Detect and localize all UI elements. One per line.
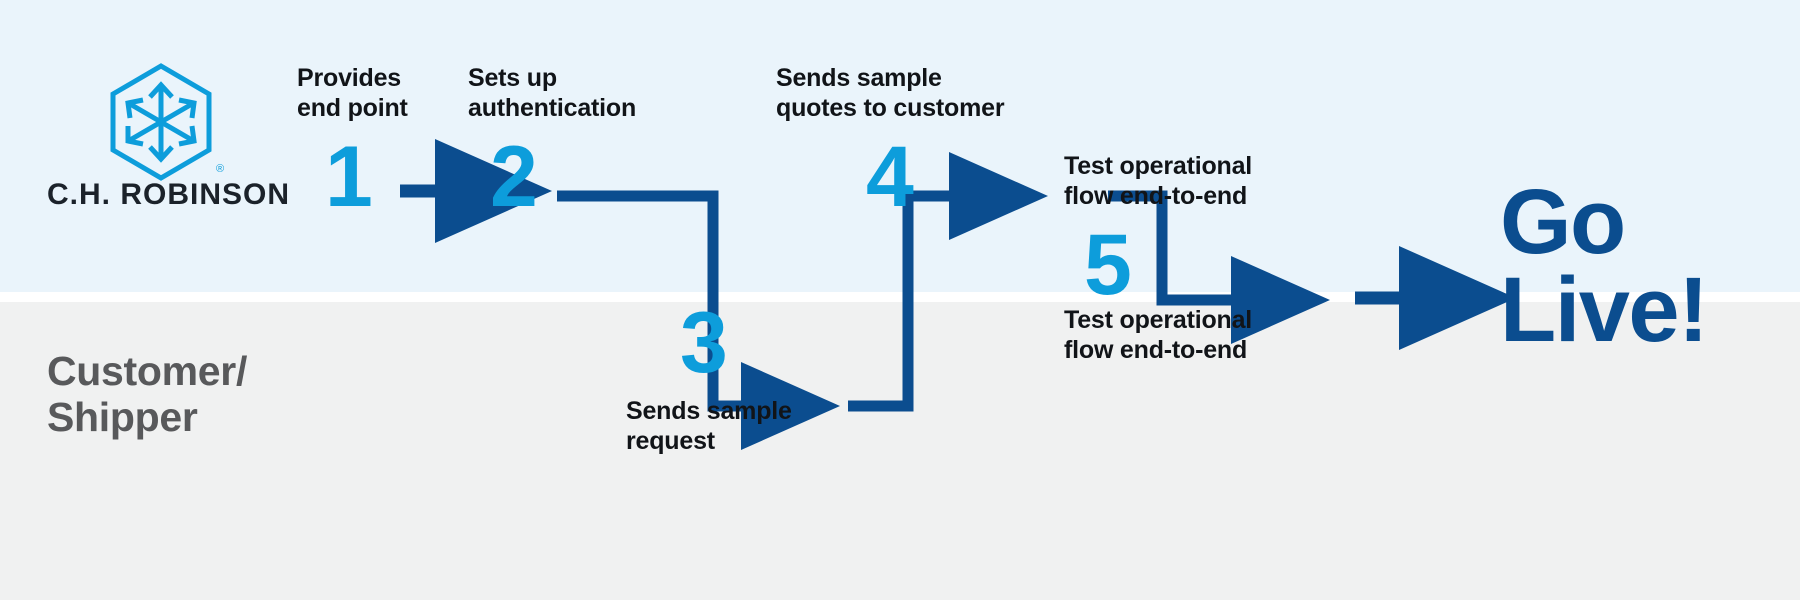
lane-band-customer [0, 302, 1800, 600]
step-5-label-above: Test operational flow end-to-end [1064, 152, 1253, 210]
connector-2-to-3 [557, 190, 840, 450]
chrobinson-hexagon-arrows-logo [106, 62, 216, 187]
step-4-label: Sends sample quotes to customer [776, 64, 1005, 122]
step-5-label-below: Test operational flow end-to-end [1064, 306, 1253, 364]
lane-label-customer-shipper: Customer/ Shipper [47, 348, 248, 440]
connector-3-to-4 [848, 152, 1048, 412]
step-4-number: 4 [866, 129, 914, 225]
logo-svg [110, 63, 212, 181]
connector-4-to-5 [1108, 190, 1330, 344]
lane-band-provider [0, 0, 1800, 292]
step-2-label: Sets up authentication [468, 64, 637, 122]
step-2-number: 2 [490, 129, 538, 225]
step-5-number: 5 [1084, 217, 1132, 313]
registered-trademark-mark: ® [216, 163, 225, 175]
go-live-terminal: Go Live! [1500, 171, 1709, 361]
step-1-label: Provides end point [297, 64, 408, 122]
step-3-number: 3 [680, 295, 728, 391]
step-3-label: Sends sample request [626, 397, 792, 455]
brand-wordmark: C.H. ROBINSON [47, 178, 291, 211]
step-1-number: 1 [325, 129, 373, 225]
